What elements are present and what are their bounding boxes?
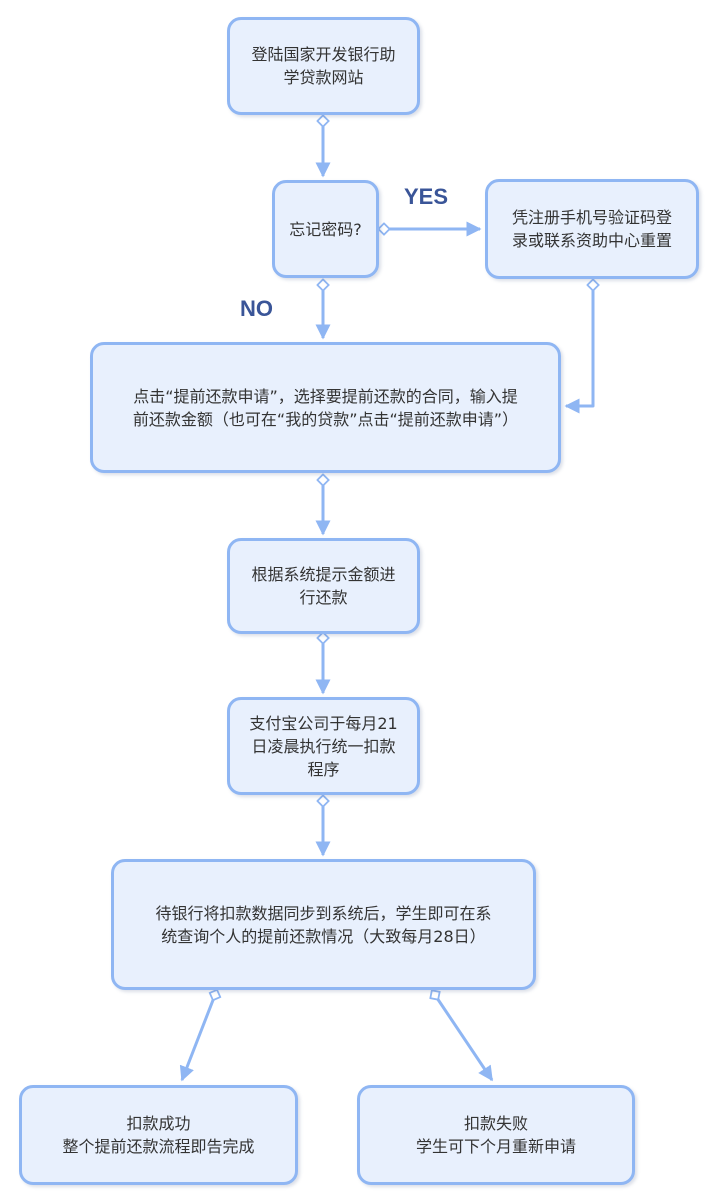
node-forgot-password-text: 忘记密码? — [289, 219, 362, 239]
node-repay: 根据系统提示金额进 行还款 — [227, 538, 420, 634]
node-failure-text: 扣款失败 学生可下个月重新申请 — [415, 1114, 576, 1156]
node-sync-text: 待银行将扣款数据同步到系统后，学生即可在系 统查询个人的提前还款情况（大致每月2… — [155, 903, 492, 946]
arrow-reset-to-apply — [566, 285, 593, 406]
node-apply-text: 点击“提前还款申请”，选择要提前还款的合同，输入提 前还款金额（也可在“我的贷款… — [132, 386, 519, 429]
node-login-text: 登陆国家开发银行助 学贷款网站 — [251, 45, 396, 87]
node-apply: 点击“提前还款申请”，选择要提前还款的合同，输入提 前还款金额（也可在“我的贷款… — [90, 342, 561, 473]
node-login: 登陆国家开发银行助 学贷款网站 — [227, 17, 420, 115]
node-reset: 凭注册手机号验证码登 录或联系资助中心重置 — [485, 179, 699, 279]
node-alipay: 支付宝公司于每月21 日凌晨执行统一扣款 程序 — [227, 697, 420, 795]
label-yes: YES — [404, 184, 449, 209]
arrow-sync-to-failure — [435, 995, 494, 1080]
node-alipay-text: 支付宝公司于每月21 日凌晨执行统一扣款 程序 — [249, 713, 398, 779]
node-reset-text: 凭注册手机号验证码登 录或联系资助中心重置 — [511, 208, 672, 250]
node-forgot-password: 忘记密码? — [272, 180, 379, 278]
arrow-sync-to-success — [182, 995, 215, 1080]
node-success-text: 扣款成功 整个提前还款流程即告完成 — [62, 1114, 255, 1156]
node-repay-text: 根据系统提示金额进 行还款 — [251, 565, 396, 607]
node-success: 扣款成功 整个提前还款流程即告完成 — [19, 1085, 298, 1185]
node-failure: 扣款失败 学生可下个月重新申请 — [357, 1085, 635, 1185]
node-sync: 待银行将扣款数据同步到系统后，学生即可在系 统查询个人的提前还款情况（大致每月2… — [111, 859, 536, 990]
label-no: NO — [240, 296, 273, 321]
